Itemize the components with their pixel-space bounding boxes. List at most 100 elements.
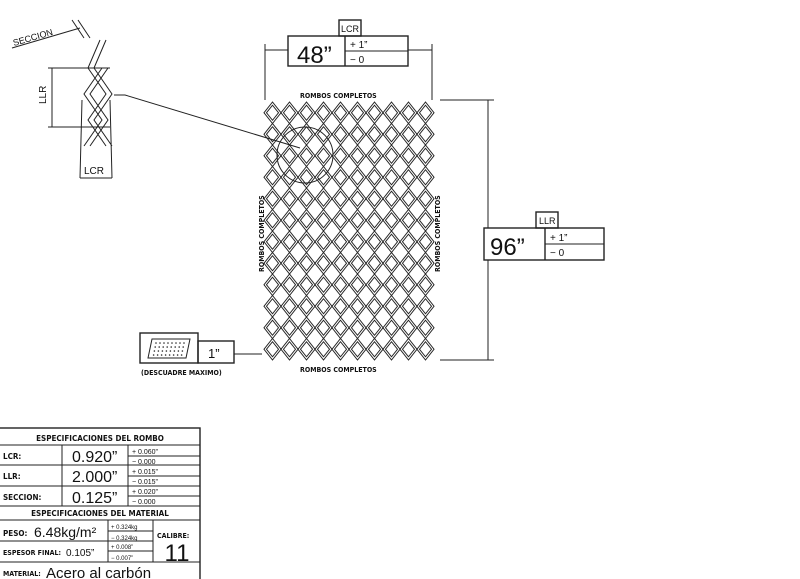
section-label: SECCION bbox=[12, 27, 54, 48]
section-leader bbox=[11, 27, 81, 49]
mesh-rhombus bbox=[282, 340, 297, 358]
mesh-rhombus bbox=[314, 337, 333, 361]
mesh-rhombus bbox=[333, 147, 348, 165]
mesh-rhombus bbox=[384, 340, 399, 358]
mesh-rhombus bbox=[365, 337, 384, 361]
expanded-metal-mesh bbox=[263, 101, 435, 361]
panel-dot bbox=[158, 346, 160, 348]
mesh-rhombus bbox=[299, 104, 314, 122]
mesh-rhombus bbox=[299, 233, 314, 251]
mesh-rhombus bbox=[299, 125, 314, 143]
mesh-rhombus bbox=[299, 147, 314, 165]
thickness-minus: − 0.007” bbox=[111, 556, 133, 562]
mesh-rhombus bbox=[282, 276, 297, 294]
mesh-rhombus bbox=[367, 190, 382, 208]
panel-dot bbox=[169, 350, 172, 352]
mesh-rhombus bbox=[282, 319, 297, 337]
mesh-rhombus bbox=[299, 276, 314, 294]
panel-dot bbox=[160, 354, 163, 356]
llr-plus: + 0.015” bbox=[132, 469, 159, 476]
mesh-rhombus bbox=[401, 340, 416, 358]
length-value: 96” bbox=[490, 234, 525, 261]
panel-dot bbox=[180, 354, 183, 356]
mesh-rhombus bbox=[297, 337, 316, 361]
mesh-rhombus bbox=[350, 276, 365, 294]
mesh-rhombus bbox=[367, 340, 382, 358]
mesh-rhombus bbox=[299, 340, 314, 358]
mesh-rhombus bbox=[299, 254, 314, 272]
panel-dot bbox=[165, 350, 168, 352]
panel-dot bbox=[161, 350, 164, 352]
panel-dot bbox=[163, 342, 165, 344]
mesh-rhombus bbox=[382, 337, 401, 361]
squareness-caption: (DESCUADRE MAXIMO) bbox=[141, 369, 222, 377]
mesh-rhombus bbox=[280, 337, 299, 361]
panel-dot bbox=[179, 342, 181, 344]
gauge-label: CALIBRE: bbox=[157, 532, 189, 540]
mesh-rhombus bbox=[316, 104, 331, 122]
mesh-rhombus bbox=[418, 104, 433, 122]
mesh-rhombus bbox=[401, 104, 416, 122]
width-minus-tolerance: − 0 bbox=[350, 55, 365, 66]
rhombus-spec-title: ESPECIFICACIONES DEL ROMBO bbox=[36, 434, 164, 443]
mesh-rhombus bbox=[350, 125, 365, 143]
mesh-rhombus bbox=[367, 233, 382, 251]
mesh-rhombus bbox=[350, 168, 365, 186]
spec-table: ESPECIFICACIONES DEL ROMBO LCR: 0.920” +… bbox=[0, 427, 201, 579]
panel-dot bbox=[183, 342, 185, 344]
weight-minus: − 0.324kg bbox=[111, 536, 138, 542]
thickness-value: 0.105” bbox=[66, 548, 94, 559]
mesh-rhombus bbox=[265, 276, 280, 294]
weight-label: PESO: bbox=[3, 529, 27, 538]
panel-dot bbox=[166, 346, 168, 348]
mesh-rhombus bbox=[333, 276, 348, 294]
section-minus: − 0.000 bbox=[132, 499, 156, 506]
panel-dot bbox=[167, 342, 169, 344]
length-tag: LLR bbox=[539, 216, 556, 226]
mesh-rhombus bbox=[401, 211, 416, 229]
mesh-rhombus bbox=[384, 254, 399, 272]
panel-dot bbox=[153, 350, 156, 352]
mesh-rhombus bbox=[316, 297, 331, 315]
mesh-rhombus bbox=[265, 319, 280, 337]
panel-dot bbox=[177, 350, 180, 352]
mesh-rhombus bbox=[282, 125, 297, 143]
panel-dot bbox=[155, 342, 157, 344]
mesh-rhombus bbox=[367, 125, 382, 143]
mesh-rhombus bbox=[384, 276, 399, 294]
mesh-rhombus bbox=[350, 319, 365, 337]
mesh-rhombus bbox=[316, 233, 331, 251]
mesh-rhombus bbox=[350, 233, 365, 251]
panel-dot bbox=[156, 354, 159, 356]
mesh-rhombus bbox=[348, 337, 367, 361]
mesh-rhombus bbox=[282, 297, 297, 315]
mesh-rhombus bbox=[418, 211, 433, 229]
mesh-rhombus bbox=[367, 254, 382, 272]
mesh-rhombus bbox=[282, 211, 297, 229]
mesh-rhombus bbox=[384, 319, 399, 337]
mesh-rhombus bbox=[265, 340, 280, 358]
mesh-rhombus bbox=[384, 104, 399, 122]
length-dimension: LLR 96” + 1” − 0 bbox=[440, 99, 605, 361]
mesh-rhombus bbox=[401, 319, 416, 337]
material-spec-title: ESPECIFICACIONES DEL MATERIAL bbox=[31, 509, 169, 518]
mesh-right-label: ROMBOS COMPLETOS bbox=[434, 195, 442, 272]
panel-dot bbox=[162, 346, 164, 348]
thickness-label: ESPESOR FINAL: bbox=[3, 549, 61, 557]
panel-dot bbox=[159, 342, 161, 344]
mesh-rhombus bbox=[333, 190, 348, 208]
mesh-rhombus bbox=[316, 276, 331, 294]
width-plus-tolerance: + 1” bbox=[350, 40, 368, 51]
mesh-rhombus bbox=[265, 297, 280, 315]
panel-dot bbox=[181, 350, 184, 352]
mesh-rhombus bbox=[401, 276, 416, 294]
mesh-rhombus bbox=[316, 125, 331, 143]
mesh-rhombus bbox=[367, 104, 382, 122]
gauge-value: 11 bbox=[165, 540, 190, 567]
mesh-rhombus bbox=[282, 104, 297, 122]
rhombus-detail: SECCION LLR LCR bbox=[11, 19, 334, 184]
lcr-label: LCR bbox=[84, 166, 104, 177]
mesh-rhombus bbox=[418, 340, 433, 358]
mesh-rhombus bbox=[265, 168, 280, 186]
llr-minus: − 0.015” bbox=[132, 479, 159, 486]
